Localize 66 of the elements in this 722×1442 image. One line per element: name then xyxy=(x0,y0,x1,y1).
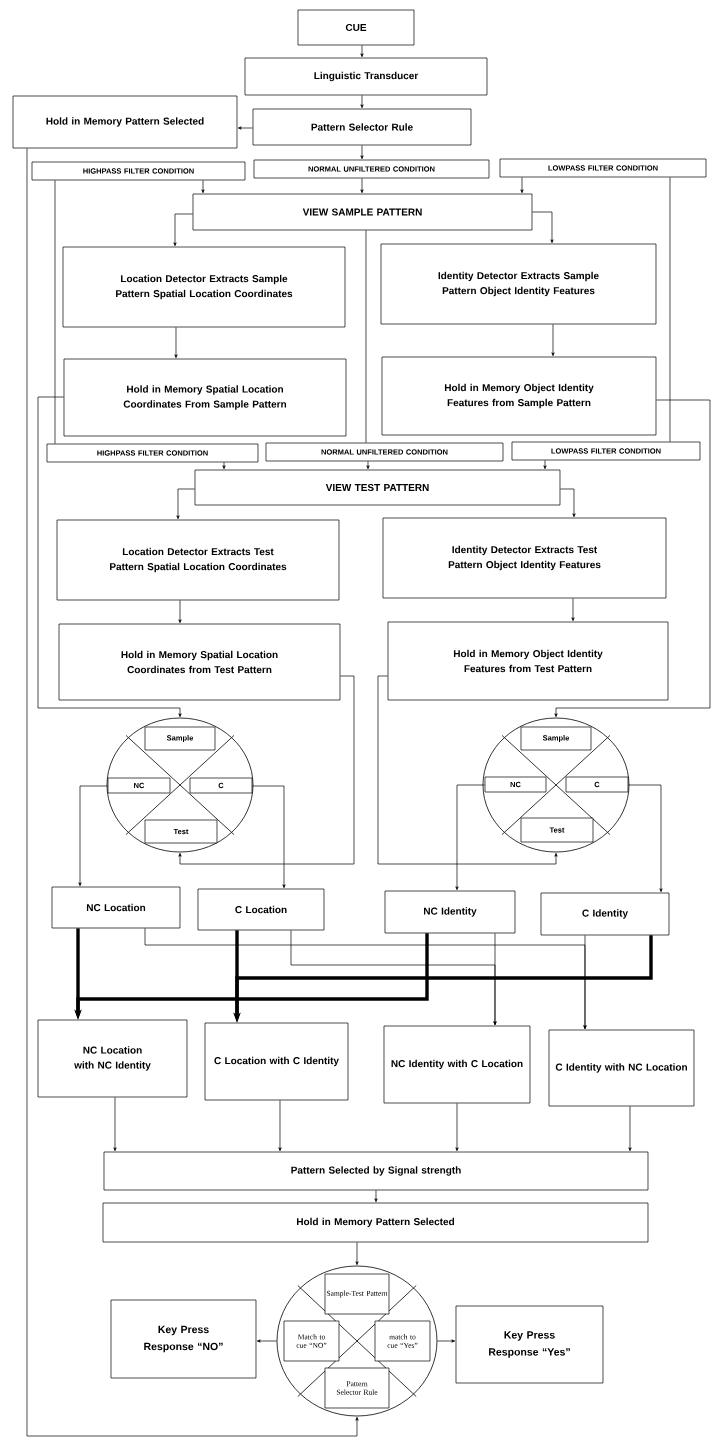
arrow xyxy=(360,45,364,58)
arrow xyxy=(360,95,364,109)
arrow xyxy=(256,1339,277,1343)
process-box: Hold in Memory Object Identity Features from Sample Pattern xyxy=(381,356,657,436)
arrow xyxy=(78,785,108,887)
process-box: Identity Detector Extracts Sample Pattern Object Identity Features xyxy=(380,243,657,325)
process-box: NC Identity with C Location xyxy=(383,1025,531,1104)
process-box: Linguistic Transducer xyxy=(244,57,488,96)
process-box: Identity Detector Extracts Test Pattern Object Identity Features xyxy=(382,517,667,599)
arrow xyxy=(222,462,226,470)
process-box: VIEW TEST PATTERN xyxy=(194,469,561,506)
arrow xyxy=(543,460,547,470)
arrow xyxy=(26,148,359,1437)
response-box: Key Press Response “NO” xyxy=(110,1299,257,1379)
arrow xyxy=(360,145,364,160)
response-box: Key Press Response “Yes” xyxy=(455,1305,604,1384)
process-box: C Location xyxy=(197,888,325,931)
arrow xyxy=(366,461,370,470)
process-box: C Identity xyxy=(540,892,670,936)
arrow xyxy=(178,600,182,624)
process-box: Hold in Memory Pattern Selected xyxy=(102,1202,649,1243)
process-box: C Identity with NC Location xyxy=(548,1029,695,1107)
comparator-circle xyxy=(482,717,630,853)
process-box: Hold in Memory Spatial Location Coordinates From Sample Pattern xyxy=(63,358,347,437)
process-box: Pattern Selected by Signal strength xyxy=(103,1151,649,1191)
process-box: Location Detector Extracts Sample Pattern Spatial Location Coordinates xyxy=(62,246,346,328)
arrow xyxy=(455,1103,459,1152)
process-box: Hold in Memory Pattern Selected xyxy=(12,95,238,149)
arrow xyxy=(554,399,711,717)
arrow xyxy=(178,675,355,865)
arrow xyxy=(493,933,497,1026)
arrow xyxy=(437,1339,456,1343)
arrow xyxy=(628,784,663,893)
arrow xyxy=(113,1097,117,1152)
arrow xyxy=(252,785,286,889)
process-box: Hold in Memory Object Identity Features from Test Pattern xyxy=(387,621,669,701)
arrow xyxy=(551,324,555,357)
process-box: Pattern Selector Rule xyxy=(252,108,472,146)
arrow xyxy=(583,935,587,1030)
arrow xyxy=(374,1190,378,1203)
arrow xyxy=(532,211,554,244)
arrow xyxy=(173,213,193,247)
arrow xyxy=(520,177,524,194)
arrow xyxy=(455,784,485,891)
process-box: C Location with C Identity xyxy=(204,1022,349,1101)
arrow xyxy=(355,1242,359,1265)
arrow xyxy=(628,1106,632,1152)
process-box: Location Detector Extracts Test Pattern Spatial Location Coordinates xyxy=(56,519,340,601)
process-box: NC Identity xyxy=(384,890,516,934)
process-box: Hold in Memory Spatial Location Coordinates from Test Pattern xyxy=(58,623,341,701)
arrow xyxy=(360,178,364,194)
arrow xyxy=(174,327,178,359)
arrow xyxy=(201,180,205,194)
arrow xyxy=(377,675,558,865)
process-box: VIEW SAMPLE PATTERN xyxy=(192,193,533,231)
arrow xyxy=(560,488,576,518)
comparator-circle xyxy=(106,717,254,853)
process-box: NC Location with NC Identity xyxy=(37,1019,188,1098)
arrow xyxy=(278,1100,282,1152)
process-box: CUE xyxy=(297,9,415,46)
arrow xyxy=(237,126,253,130)
arrow xyxy=(176,488,195,520)
arrow xyxy=(37,396,182,717)
comparator-circle xyxy=(276,1265,438,1417)
arrow xyxy=(571,598,575,622)
process-box: NC Location xyxy=(51,886,181,929)
